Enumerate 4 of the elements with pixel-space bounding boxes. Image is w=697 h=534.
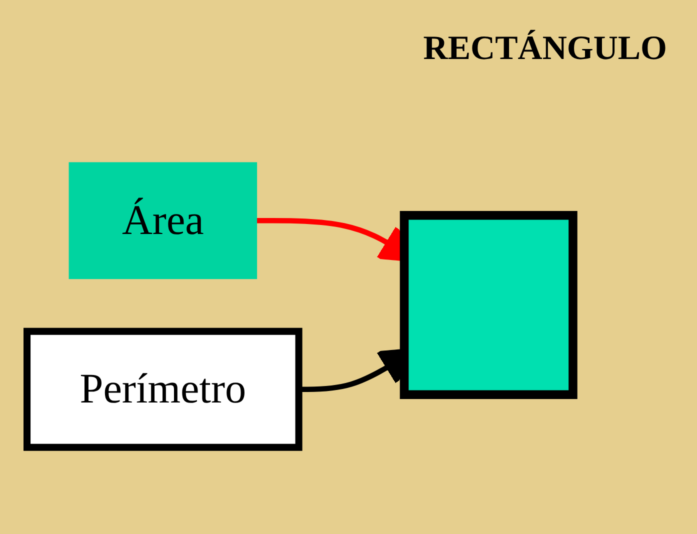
node-box: Área [68, 162, 258, 280]
node-box: Perímetro [24, 328, 302, 451]
diagram-title: RECTÁNGULO [423, 30, 667, 68]
node-box [400, 210, 578, 400]
